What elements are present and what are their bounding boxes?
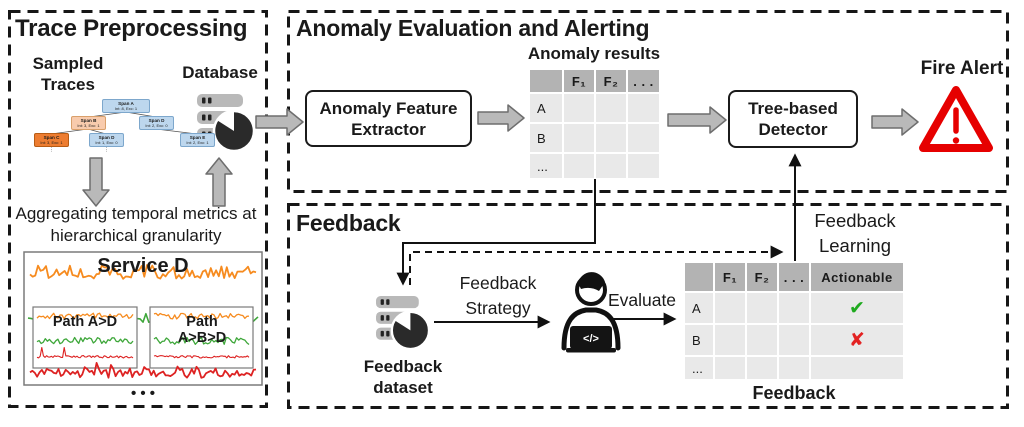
col-header: . . . xyxy=(779,263,809,291)
span-node: Span C Int: 3, Exc: 1 xyxy=(34,133,69,148)
feedback-table-caption: Feedback xyxy=(752,383,836,403)
line-dataset-to-feedback-learning xyxy=(409,245,784,285)
feedback-table: F₁ F₂ . . . Actionable A ✔ B ✘ ... xyxy=(685,263,903,379)
col-header: F₁ xyxy=(564,70,594,92)
feedback-section-title: Feedback xyxy=(296,210,401,236)
col-header: . . . xyxy=(628,70,659,92)
col-header: F₁ xyxy=(715,263,745,291)
feedback-section-border xyxy=(287,203,1009,409)
svg-text:</>: </> xyxy=(583,333,599,345)
cross-icon: ✘ xyxy=(811,325,903,355)
tree-based-detector-box: Tree-based Detector xyxy=(728,90,858,148)
col-header: Actionable xyxy=(811,263,903,291)
line-results-to-feedback-dataset xyxy=(396,179,596,286)
col-header xyxy=(685,263,713,291)
arrow-database-to-extractor xyxy=(255,108,304,136)
row-label: B xyxy=(685,325,713,355)
detector-label: Tree-based Detector xyxy=(748,99,838,139)
arrow-extractor-to-results xyxy=(477,104,525,132)
span-node: Span D Int: 1, Exc: 0 xyxy=(89,133,124,148)
more-charts-ellipsis: • • • xyxy=(130,385,156,402)
operator-icon: </> xyxy=(561,272,621,353)
row-label: ... xyxy=(685,357,713,379)
arrow-detector-to-alert xyxy=(871,108,919,136)
anomaly-results-title: Anomaly results xyxy=(527,44,661,63)
feedback-dataset-icon xyxy=(374,294,431,351)
feedback-strategy-label: Feedback Strategy xyxy=(459,273,537,318)
col-header xyxy=(530,70,562,92)
feedback-dataset-label: Feedback dataset xyxy=(363,357,443,397)
extractor-label: Anomaly Feature Extractor xyxy=(319,98,458,139)
span-node: Span D Int: 2, Exc: 0 xyxy=(139,116,174,131)
database-label: Database xyxy=(182,63,258,82)
arrow-results-to-detector xyxy=(667,106,727,134)
path-a-b-d-label: Path A>B>D xyxy=(177,314,227,346)
row-label: A xyxy=(530,94,562,122)
check-icon: ✔ xyxy=(811,293,903,323)
anomaly-section-title: Anomaly Evaluation and Alerting xyxy=(296,15,650,41)
trace-preprocessing-border xyxy=(8,10,268,408)
span-node: Span A Int: 8, Exc: 1 xyxy=(102,99,150,114)
metrics-chart xyxy=(23,251,263,386)
col-header: F₂ xyxy=(596,70,626,92)
trace-preprocessing-title: Trace Preprocessing xyxy=(15,15,248,42)
sampled-traces-label: Sampled Traces xyxy=(32,54,104,94)
feedback-learning-label: Feedback Learning xyxy=(814,210,896,256)
fire-alert-label: Fire Alert xyxy=(920,58,1004,79)
span-tree-more: ⋮ xyxy=(104,147,109,153)
anomaly-results-table: F₁ F₂ . . . A B ... xyxy=(530,70,659,178)
warning-triangle-icon xyxy=(919,86,993,152)
span-node: Span B Int: 3, Exc: 1 xyxy=(71,116,106,131)
span-tree-more: ⋮ xyxy=(49,147,54,153)
anomaly-feature-extractor-box: Anomaly Feature Extractor xyxy=(305,90,472,147)
arrow-traces-to-aggregation xyxy=(82,157,110,207)
span-node: Span E Int: 2, Exc: 1 xyxy=(180,133,215,148)
path-a-d-label: Path A>D xyxy=(52,314,118,330)
col-header: F₂ xyxy=(747,263,777,291)
arrow-metrics-to-database xyxy=(205,157,233,207)
row-label: B xyxy=(530,124,562,152)
aggregating-note: Aggregating temporal metrics at hierarch… xyxy=(15,204,257,245)
row-label: A xyxy=(685,293,713,323)
service-d-label: Service D xyxy=(97,255,189,277)
evaluate-label: Evaluate xyxy=(607,290,677,310)
row-label: ... xyxy=(530,154,562,178)
